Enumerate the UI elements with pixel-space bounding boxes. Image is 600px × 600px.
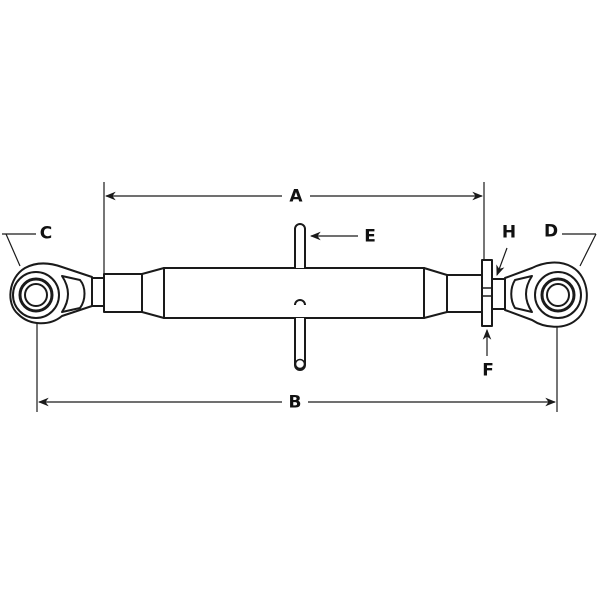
label-f: F [478,362,498,380]
dimension-a [103,182,485,280]
left-ball-end [9,262,105,325]
callout-c-leader [2,233,36,267]
label-b: B [285,394,305,412]
callout-d-leader [562,233,597,267]
right-ball-end [504,261,588,328]
label-c: C [36,225,56,243]
adjusting-handle [294,223,306,371]
lock-nut [481,259,493,327]
label-e: E [360,228,380,246]
callout-h-leader [496,247,508,277]
right-thread-section [423,267,483,319]
label-h: H [499,224,519,242]
main-body [163,267,425,319]
label-d: D [541,223,561,241]
left-thread-section [103,267,165,319]
right-thread-stub [491,278,506,310]
label-a: A [286,188,306,206]
